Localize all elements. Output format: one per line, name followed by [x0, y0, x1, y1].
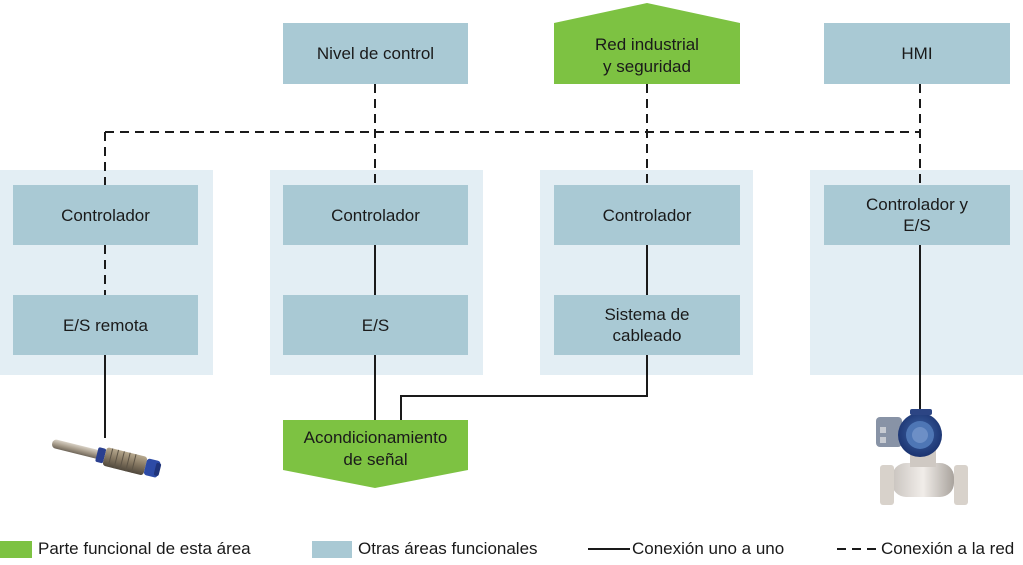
cabling-system-label-line1: Sistema de: [604, 305, 690, 324]
signal-conditioning-shape: [283, 420, 468, 488]
legend-item-other-areas: Otras áreas funcionales: [312, 538, 538, 560]
solid-line-icon: [588, 548, 630, 550]
remote-io-box: E/S remota: [13, 295, 198, 355]
io-label: E/S: [361, 315, 390, 335]
io-box: E/S: [283, 295, 468, 355]
signal-conditioning-label-line1: Acondicionamiento: [303, 428, 448, 447]
hmi-box: HMI: [824, 23, 1010, 84]
legend-other-areas-label: Otras áreas funcionales: [358, 539, 538, 558]
legend-network-label: Conexión a la red: [881, 539, 1015, 558]
control-level-label: Nivel de control: [316, 44, 435, 63]
controller-label-2: Controlador: [331, 205, 420, 225]
controller-label-1: Controlador: [61, 205, 150, 225]
flow-transmitter-icon: [876, 409, 968, 505]
network-connections: [104, 84, 921, 295]
signal-conditioning-label-line2: de señal: [343, 450, 408, 469]
cabling-system-label-line2: cableado: [612, 326, 682, 345]
one-to-one-connections: [104, 245, 921, 438]
controller-io-box: Controlador y E/S: [824, 185, 1010, 245]
signal-conditioning-box: Acondicionamiento de señal: [283, 424, 468, 474]
cabling-system-box: Sistema de cableado: [554, 295, 740, 355]
legend-item-this-area: Parte funcional de esta área: [0, 538, 251, 560]
controller-io-label-line2: E/S: [903, 216, 931, 235]
proximity-sensor-icon: [51, 439, 162, 478]
controller-io-label-line1: Controlador y: [865, 195, 969, 214]
industrial-network-label-line2: y seguridad: [603, 57, 691, 76]
controller-box-3: Controlador: [554, 185, 740, 245]
industrial-network-shape: [554, 3, 740, 84]
legend-item-one-to-one: Conexión uno a uno: [588, 538, 784, 560]
dashed-line-icon: [837, 548, 879, 550]
controller-box-2: Controlador: [283, 185, 468, 245]
control-level-box: Nivel de control: [283, 23, 468, 84]
industrial-network-box: Red industrial y seguridad: [554, 28, 740, 84]
controller-label-3: Controlador: [602, 205, 692, 225]
legend-this-area-label: Parte funcional de esta área: [38, 539, 251, 558]
blue-swatch: [312, 540, 352, 558]
hmi-label: HMI: [901, 44, 933, 63]
legend-one-to-one-label: Conexión uno a uno: [632, 539, 785, 558]
remote-io-label: E/S remota: [62, 315, 149, 335]
industrial-network-label-line1: Red industrial: [595, 35, 699, 54]
controller-box-1: Controlador: [13, 185, 198, 245]
legend-item-network: Conexión a la red: [837, 538, 1014, 560]
green-swatch: [0, 540, 32, 558]
